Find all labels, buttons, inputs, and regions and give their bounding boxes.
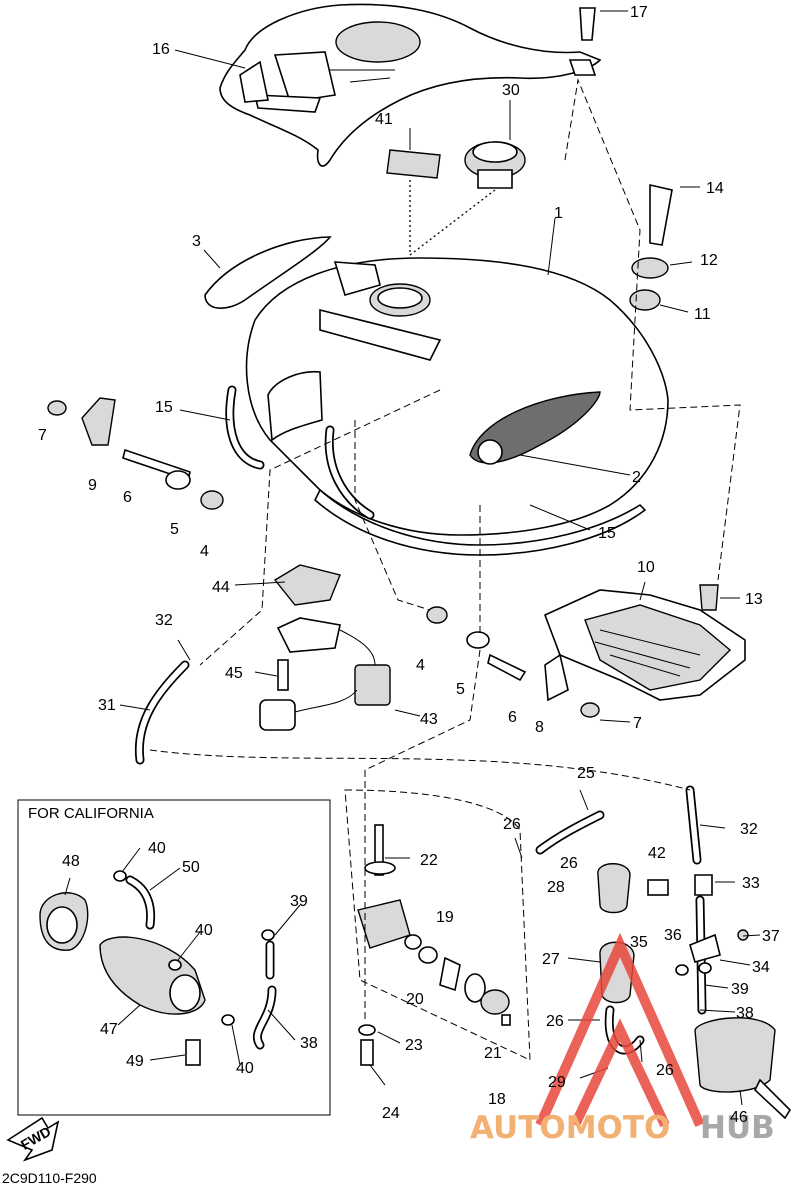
- watermark-text-hub: HUB: [700, 1110, 775, 1146]
- callout-8: 8: [535, 719, 544, 736]
- callout-23: 23: [405, 1037, 423, 1054]
- callout-1: 1: [554, 205, 563, 222]
- callout-32a: 32: [155, 612, 173, 629]
- callout-21: 21: [484, 1045, 502, 1062]
- side-cover-part: [543, 589, 746, 701]
- callout-41: 41: [375, 111, 393, 128]
- callout-28: 28: [547, 879, 565, 896]
- callout-14: 14: [706, 180, 724, 197]
- callout-45: 45: [225, 665, 243, 682]
- filter-pump-part: [597, 863, 792, 1120]
- callout-44: 44: [212, 579, 230, 596]
- callout-30: 30: [502, 82, 520, 99]
- callout-38a: 38: [736, 1005, 754, 1022]
- callout-10: 10: [637, 559, 655, 576]
- callout-6a: 6: [123, 489, 132, 506]
- callout-31: 31: [98, 697, 116, 714]
- callout-39a: 39: [290, 893, 308, 910]
- callout-32b: 32: [740, 821, 758, 838]
- callout-19: 19: [436, 909, 454, 926]
- callout-38b: 38: [300, 1035, 318, 1052]
- callout-6b: 6: [508, 709, 517, 726]
- callout-47: 47: [100, 1021, 118, 1038]
- california-inset-box: [17, 799, 331, 1116]
- tank-cover-part: [219, 3, 602, 167]
- callout-37: 37: [762, 928, 780, 945]
- watermark-triangle-icon: [535, 932, 705, 1128]
- callout-40a: 40: [148, 840, 166, 857]
- callout-26c: 26: [546, 1013, 564, 1030]
- callout-11: 11: [694, 306, 711, 323]
- callout-15b: 15: [598, 525, 616, 542]
- callout-43: 43: [420, 711, 438, 728]
- leader-lines: [119, 10, 761, 1106]
- callout-7a: 7: [38, 427, 47, 444]
- callout-16: 16: [152, 41, 170, 58]
- callout-40c: 40: [236, 1060, 254, 1077]
- callout-27: 27: [542, 951, 560, 968]
- callout-4b: 4: [416, 657, 425, 674]
- callout-13: 13: [745, 591, 763, 608]
- callout-3: 3: [192, 233, 201, 250]
- california-parts: [39, 847, 301, 1066]
- callout-26d: 26: [656, 1062, 674, 1079]
- callout-20: 20: [406, 991, 424, 1008]
- callout-15a: 15: [155, 399, 173, 416]
- callout-7b: 7: [633, 715, 642, 732]
- sticker-part: [386, 149, 441, 179]
- damper-sheet-part: [204, 236, 332, 309]
- callout-4a: 4: [200, 543, 209, 560]
- callout-26b: 26: [560, 855, 578, 872]
- fuel-tank-part: [245, 257, 669, 556]
- callout-24: 24: [382, 1105, 400, 1122]
- callout-48: 48: [62, 853, 80, 870]
- callout-33: 33: [742, 875, 760, 892]
- small-parts-left: [47, 7, 719, 718]
- callout-29: 29: [548, 1074, 566, 1091]
- california-inset-title: FOR CALIFORNIA: [28, 805, 154, 822]
- callout-42: 42: [648, 845, 666, 862]
- callout-5a: 5: [170, 521, 179, 538]
- callout-2: 2: [632, 469, 641, 486]
- callout-12: 12: [700, 252, 718, 269]
- callout-34: 34: [752, 959, 770, 976]
- watermark-text-automoto: AUTOMOTO: [470, 1110, 670, 1146]
- callout-36: 36: [664, 927, 682, 944]
- callout-39b: 39: [731, 981, 749, 998]
- sender-plate-part: [273, 564, 341, 606]
- callout-40b: 40: [195, 922, 213, 939]
- callout-17: 17: [630, 4, 648, 21]
- diagram-code: 2C9D110-F290: [2, 1170, 97, 1186]
- callout-49: 49: [126, 1053, 144, 1070]
- callout-25: 25: [577, 765, 595, 782]
- callout-9: 9: [88, 477, 97, 494]
- callout-22: 22: [420, 852, 438, 869]
- fwd-arrow-icon: FWD: [6, 1116, 60, 1162]
- filler-cap-part: [464, 141, 526, 189]
- callout-5b: 5: [456, 681, 465, 698]
- callout-26a: 26: [503, 816, 521, 833]
- callout-46: 46: [730, 1109, 748, 1126]
- watermark-logo: AUTOMOTO HUB: [470, 932, 775, 1146]
- fuel-cock-part: [357, 824, 511, 1066]
- fuel-sender-part: [259, 617, 391, 731]
- callout-numbers: 17 16 30 41 14 1 3 12 11 15 7 9 6 2 5 15…: [38, 4, 780, 1126]
- callout-18: 18: [488, 1091, 506, 1108]
- callout-50: 50: [182, 859, 200, 876]
- callout-35: 35: [630, 934, 648, 951]
